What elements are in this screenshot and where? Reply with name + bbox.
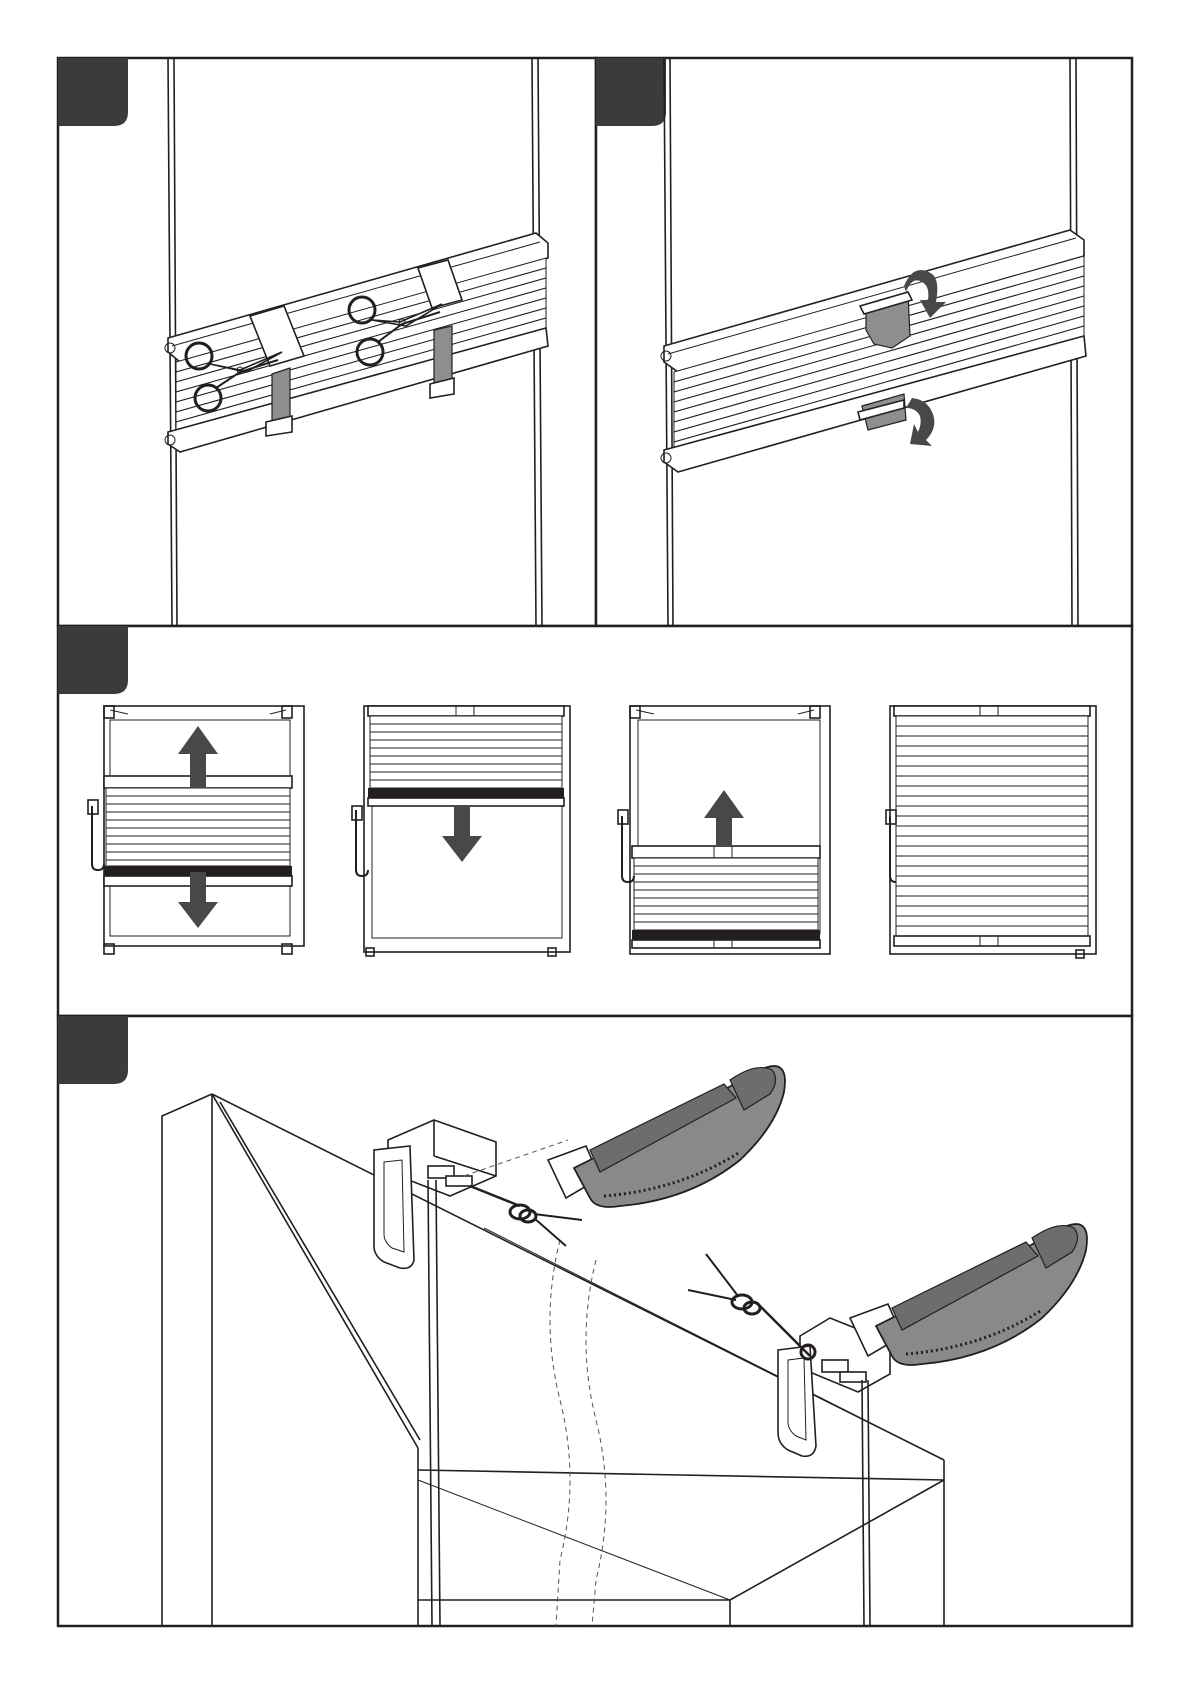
panel-knot-cords [58, 1016, 1132, 1626]
panel-fold-brackets [596, 58, 1132, 626]
step-tab-3 [58, 626, 128, 694]
blind-pleats [896, 716, 1088, 936]
blind-pleats [106, 788, 290, 866]
blind-pleats [634, 858, 818, 930]
step-tab-2 [596, 58, 666, 126]
step-tab-4 [58, 1016, 128, 1084]
panel-blind-positions [58, 626, 1132, 1016]
step-tab-1 [58, 58, 128, 126]
blind-pleats [370, 716, 562, 788]
window-position-d [886, 706, 1096, 958]
panel-cut-straps [58, 58, 596, 626]
